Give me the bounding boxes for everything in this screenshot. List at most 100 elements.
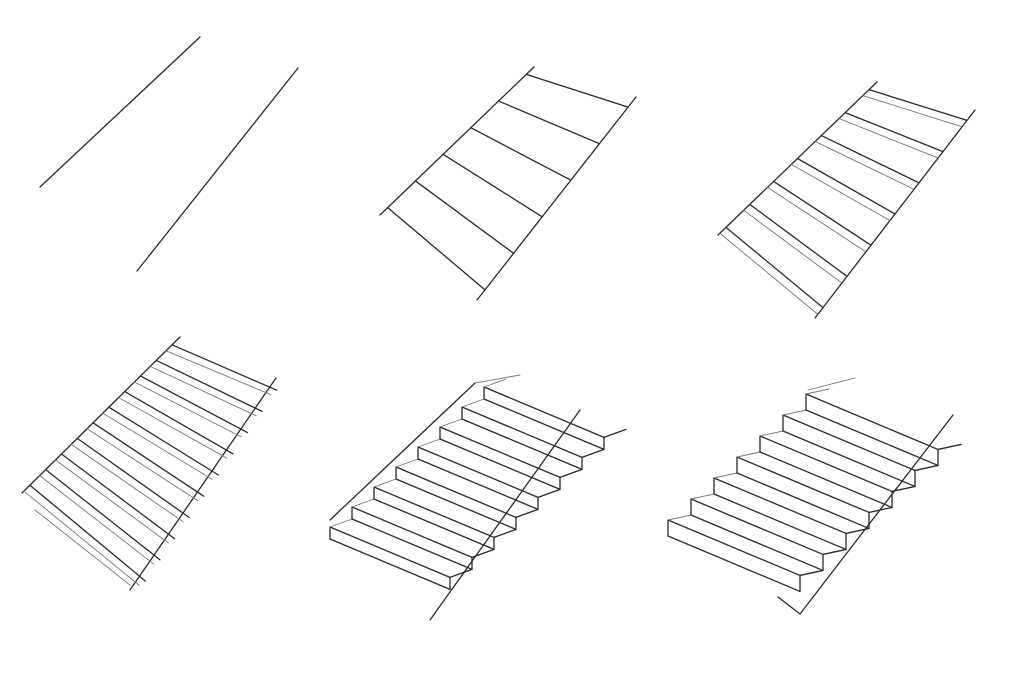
step-edge-line [725,226,824,309]
tread-front-edge [395,466,517,519]
riser-bottom-edge [736,472,870,530]
step-riser-line [55,459,169,544]
step-riser-line [838,118,938,159]
tread-left-edge [351,498,375,508]
tread-front-edge [805,393,939,451]
riser-bottom-edge [713,493,847,551]
riser-bottom-edge [373,498,495,551]
riser-bottom-edge [759,451,893,509]
left-rail-line [21,336,181,494]
left-rail-line [379,66,535,216]
tread-front-edge [373,486,495,539]
step-edge-line [29,484,146,582]
step-edge-line [171,344,278,391]
panel-step-4 [21,336,278,591]
step-riser-line [791,164,890,221]
top-landing-line [807,377,856,391]
riser-bottom-edge [439,438,561,491]
tread-right-edge [822,548,847,556]
step-riser-line [719,232,818,315]
tread-left-edge [805,388,830,395]
tread-front-edge [329,526,451,579]
riser-bottom-edge [667,535,801,593]
tread-right-edge [581,448,605,459]
tread-front-edge [461,406,583,459]
step-riser-line [165,350,272,396]
tread-right-edge [799,569,824,577]
step-edge-line [442,153,543,218]
tread-right-edge [603,428,627,439]
tread-right-edge [537,488,561,499]
riser-bottom-edge [417,458,539,511]
step-edge-line [796,157,896,215]
step-riser-line [39,475,155,565]
riser-bottom-edge [805,409,939,467]
step-riser-line [134,381,242,438]
tread-right-edge [891,485,916,493]
tread-front-edge [736,456,870,514]
riser-bottom-edge [690,514,824,572]
step-edge-line [844,111,944,153]
tread-front-edge [782,414,916,472]
step-edge-line [45,468,161,561]
step-edge-line [155,359,263,413]
step-edge-line [108,406,219,476]
tread-front-edge [690,498,824,556]
tread-front-edge [417,446,539,499]
step-riser-line [70,443,184,523]
step-riser-line [743,209,842,283]
right-rail-line [476,96,637,301]
step-riser-line [86,428,199,502]
step-edge-line [124,390,234,455]
riser-bottom-edge [329,538,451,591]
stringer-right-line [429,409,581,621]
panel-step-1 [39,36,299,272]
tread-front-edge [759,435,893,493]
step-edge-line [76,437,190,519]
tread-right-edge [559,468,583,479]
stringer-line [329,382,476,521]
right-guide-line [136,67,299,272]
step-riser-line [814,141,914,190]
tread-left-edge [373,478,397,488]
step-edge-line [749,203,848,278]
tread-right-edge [449,568,473,579]
tread-left-edge [439,418,463,428]
guide-line [34,509,131,586]
riser-bottom-edge [395,478,517,531]
tread-right-edge [515,508,539,519]
panel-step-3 [717,81,976,319]
stringer-right-line [799,414,954,615]
tread-left-edge [483,378,507,388]
step-riser-line [23,490,140,586]
tread-left-edge [461,398,485,408]
tread-left-edge [759,430,784,437]
step-edge-line [92,422,205,497]
step-edge-line [414,180,515,254]
panel-step-6 [667,377,962,615]
tread-front-edge [667,519,801,577]
step-edge-line [497,100,601,145]
step-riser-line [149,365,257,417]
tread-front-edge [351,506,473,559]
panel-step-2 [379,66,637,301]
riser-bottom-edge [461,418,583,471]
step-edge-line [139,375,249,434]
tread-left-edge [667,514,692,521]
left-guide-line [39,36,201,188]
tread-left-edge [395,458,419,468]
tread-left-edge [329,518,353,528]
step-edge-line [60,453,176,540]
tread-right-edge [493,528,517,539]
tread-left-edge [690,493,715,500]
riser-bottom-edge [351,518,473,571]
step-edge-line [470,127,572,181]
step-riser-line [767,186,866,252]
tread-right-edge [937,443,962,451]
step-edge-line [773,180,872,246]
step-riser-line [102,412,213,480]
step-edge-line [525,73,629,108]
step-edge-line [820,134,920,184]
tread-right-edge [914,464,939,472]
